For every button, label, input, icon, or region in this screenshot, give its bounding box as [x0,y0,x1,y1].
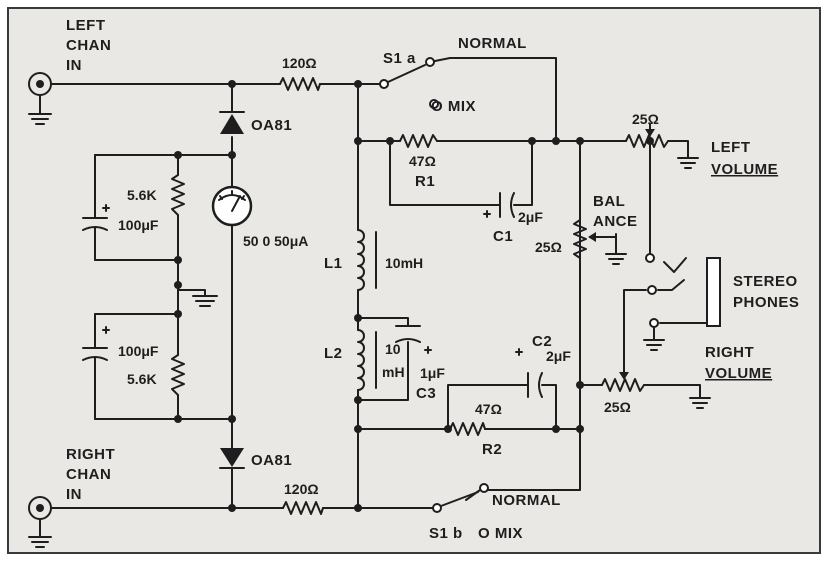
right-volume-label-2: VOLUME [705,365,772,382]
diagram-background [7,7,821,554]
r-5k6-bottom-label: 5.6K [127,371,157,387]
s1b-label: S1 b [429,525,463,542]
balance-value-label: 25Ω [535,239,562,255]
capacitor-c1 [483,192,515,218]
meter-50-0-50ua [211,185,253,227]
capacitor-c2 [515,348,543,398]
c2-name-label: C2 [532,333,552,350]
resistor-5k6-top [171,174,185,216]
l2-value-label-2: mH [382,364,405,380]
r1-value-label: 47Ω [409,153,436,169]
left-volume-value-label: 25Ω [632,111,659,127]
r1-name-label: R1 [415,173,435,190]
balance-label-1: BAL [593,193,625,210]
left-chan-label-1: LEFT [66,17,106,34]
phones-label-2: PHONES [733,294,799,311]
left-chan-label-2: CHAN [66,37,111,54]
meter-label: 50 0 50μA [243,233,308,249]
ground-left-volume [677,157,699,169]
l1-value-label: 10mH [385,255,423,271]
left-volume-label-2: VOLUME [711,161,778,178]
ground-meter-network [192,295,218,307]
c3-value-label: 1μF [420,365,445,381]
l2-value-label-1: 10 [385,341,401,357]
c3-name-label: C3 [416,385,436,402]
potentiometer-balance [573,219,627,265]
balance-label-2: ANCE [593,213,638,230]
right-chan-label-2: CHAN [66,466,111,483]
text-labels: LEFT CHAN IN RIGHT CHAN IN 120Ω 120Ω S1 … [66,17,799,542]
diode-oa81-bottom [219,448,245,469]
s1a-label: S1 a [383,50,416,67]
r-top-series-label: 120Ω [282,55,317,71]
resistor-5k6-bottom [171,354,185,396]
right-chan-label-1: RIGHT [66,446,115,463]
c-100-top-label: 100μF [118,217,159,233]
r-5k6-top-label: 5.6K [127,187,157,203]
resistor-r2 [449,422,486,436]
capacitor-c3 [395,325,432,354]
normal-bottom-label: NORMAL [492,492,561,509]
capacitor-100uf-top [82,204,110,237]
potentiometer-right-volume [601,372,645,392]
resistor-right-120 [282,501,324,515]
right-volume-value-label: 25Ω [604,399,631,415]
r2-name-label: R2 [482,441,502,458]
c1-value-label: 2μF [518,209,543,225]
c2-value-label: 2μF [546,348,571,364]
capacitor-100uf-bottom [82,326,110,367]
ground-right-volume [689,397,711,409]
diode-bottom-label: OA81 [251,452,292,469]
left-volume-label-1: LEFT [711,139,751,156]
potentiometer-left-volume [625,123,669,148]
l1-name-label: L1 [324,255,343,272]
phones-label-1: STEREO [733,273,798,290]
r-bottom-series-label: 120Ω [284,481,319,497]
stereo-phones-jack [643,253,721,351]
resistor-left-120 [279,77,321,91]
right-chan-label-3: IN [66,486,82,503]
c-100-bottom-label: 100μF [118,343,159,359]
diode-oa81-top [219,107,245,134]
mix-bottom-label: O MIX [478,525,523,542]
left-chan-label-3: IN [66,57,82,74]
c1-name-label: C1 [493,228,513,245]
switch-s1a [379,57,439,109]
resistor-r1 [399,134,438,148]
inductor-l2 [357,317,377,401]
mix-top-label: O MIX [431,98,476,115]
l2-name-label: L2 [324,345,343,362]
r2-value-label: 47Ω [475,401,502,417]
diode-top-label: OA81 [251,117,292,134]
right-volume-label-1: RIGHT [705,344,754,361]
inductor-l1 [357,229,377,291]
switch-s1b [432,483,489,513]
normal-top-label: NORMAL [458,35,527,52]
